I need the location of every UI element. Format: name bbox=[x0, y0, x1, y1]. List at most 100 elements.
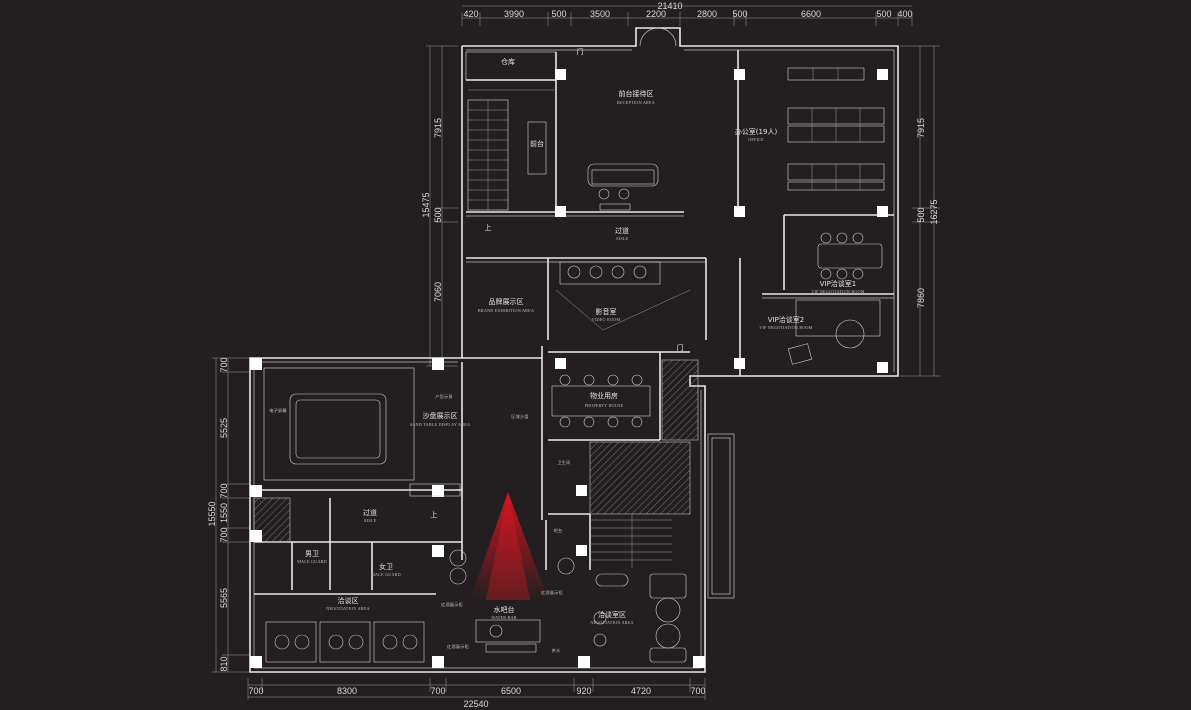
dim-top-4: 3500 bbox=[590, 9, 610, 19]
dim-top-3: 500 bbox=[551, 9, 566, 19]
dim-bottom-2: 8300 bbox=[337, 686, 357, 696]
dim-top-2: 3990 bbox=[504, 9, 524, 19]
dim-left-lower-7: 810 bbox=[219, 656, 229, 671]
dim-top-5: 2200 bbox=[646, 9, 666, 19]
dim-left-upper-2: 500 bbox=[433, 207, 443, 222]
dim-bottom-6: 4720 bbox=[631, 686, 651, 696]
dim-left-upper-3: 7060 bbox=[433, 282, 443, 302]
column bbox=[432, 485, 444, 497]
room-office-name: 办公室(19人) bbox=[735, 127, 778, 136]
label-lower-e: 红酒展示柜 bbox=[541, 589, 563, 596]
column bbox=[734, 206, 745, 217]
room-vip2-sub: VIP NEGOTIATION ROOM bbox=[759, 325, 812, 330]
room-water-bar-name: 水吧台 bbox=[494, 605, 515, 614]
room-video-sub: VIDEO ROOM bbox=[592, 317, 621, 322]
column bbox=[250, 656, 262, 668]
label-front-desk: 前台 bbox=[530, 139, 544, 148]
column bbox=[877, 362, 888, 373]
column bbox=[432, 545, 444, 557]
dim-left-lower-1: 700 bbox=[219, 357, 229, 372]
dim-bottom-3: 700 bbox=[430, 686, 445, 696]
room-female-name: 女卫 bbox=[379, 562, 393, 571]
room-nego-left-sub: NEGOTIATION AREA bbox=[326, 606, 370, 611]
dim-right-overall: 16275 bbox=[929, 199, 939, 224]
label-lower-f: 卫生间 bbox=[557, 459, 570, 466]
column bbox=[576, 485, 587, 496]
room-male-sub: MALE GUARD bbox=[297, 559, 327, 564]
dim-left-upper-1: 7915 bbox=[433, 118, 443, 138]
dim-left-lower-5: 700 bbox=[219, 527, 229, 542]
water-bar-furniture bbox=[449, 549, 575, 653]
column bbox=[555, 69, 566, 80]
reception-furniture bbox=[527, 121, 659, 211]
room-office-sub: OFFICE bbox=[748, 137, 764, 142]
column bbox=[555, 206, 566, 217]
dim-left-lower-2: 5525 bbox=[219, 418, 229, 438]
room-vip1-sub: VIP NEGOTIATION ROOM bbox=[811, 289, 864, 294]
dim-top-7: 500 bbox=[732, 9, 747, 19]
minor-labels: 电子屏幕 户型示意 区域沙盘 红酒展示柜 红酒展示柜 卫生间 红酒展示柜 吧台 … bbox=[269, 393, 570, 653]
room-male-name: 男卫 bbox=[305, 550, 319, 558]
room-female-sub: MALE GUARD bbox=[371, 572, 401, 577]
video-room-furniture bbox=[555, 261, 691, 331]
dim-top-9: 500 bbox=[876, 9, 891, 19]
dim-bottom-7: 700 bbox=[690, 686, 705, 696]
vip-furniture bbox=[787, 232, 883, 365]
dim-left-lower-4: 1550 bbox=[219, 503, 229, 523]
room-labels: 仓库 前台接待区 RECEPTION AREA 前台 办公室(19人) OFFI… bbox=[297, 47, 864, 625]
interior-walls bbox=[253, 50, 894, 595]
dim-top-overall: 21410 bbox=[657, 1, 682, 11]
room-sand-name: 沙盘展示区 bbox=[423, 411, 458, 420]
water-bar-spotlight bbox=[470, 492, 548, 600]
label-up-2: 上 bbox=[431, 510, 438, 519]
room-nego-right-name: 洽谈室区 bbox=[598, 610, 626, 619]
right-balcony bbox=[707, 433, 735, 599]
label-up-1: 上 bbox=[485, 223, 492, 232]
dim-bottom-overall: 22540 bbox=[463, 699, 488, 709]
room-video-name: 影音室 bbox=[596, 307, 617, 316]
dim-right-1: 7915 bbox=[916, 118, 926, 138]
dim-top-10: 400 bbox=[897, 9, 912, 19]
property-room-furniture bbox=[551, 374, 651, 428]
dim-top-1: 420 bbox=[463, 9, 478, 19]
room-aisle-lower-sub: AISLE bbox=[364, 518, 377, 523]
column bbox=[877, 206, 888, 217]
column bbox=[734, 69, 745, 80]
column bbox=[555, 358, 566, 369]
dim-top-6: 2800 bbox=[697, 9, 717, 19]
left-dimension-chain-lower: 15550 700 5525 700 1550 700 5565 810 bbox=[207, 357, 250, 673]
dim-left-lower-6: 5565 bbox=[219, 588, 229, 608]
room-brand-sub: BRAND EXHIBITION AREA bbox=[478, 308, 534, 313]
room-brand-name: 品牌展示区 bbox=[489, 297, 524, 306]
dim-bottom-1: 700 bbox=[248, 686, 263, 696]
negotiation-left-furniture bbox=[265, 621, 425, 663]
exterior-walls bbox=[249, 27, 899, 673]
column bbox=[693, 656, 705, 668]
bottom-dimension-chain: 700 8300 700 6500 920 4720 700 22540 bbox=[247, 678, 706, 709]
dim-bottom-5: 920 bbox=[576, 686, 591, 696]
dim-right-3: 7860 bbox=[916, 288, 926, 308]
room-water-bar-sub: WATER BAR bbox=[491, 615, 516, 620]
label-door-1: 门 bbox=[577, 47, 584, 56]
room-nego-right-sub: NEGOTIATION AREA bbox=[590, 620, 634, 625]
top-dimension-chain: 21410 420 3990 500 3500 2200 2800 500 66… bbox=[461, 1, 913, 26]
negotiation-right-furniture bbox=[593, 573, 687, 663]
office-furniture bbox=[787, 67, 885, 191]
room-vip1-name: VIP洽谈室1 bbox=[820, 279, 857, 288]
label-lower-d: 红酒展示柜 bbox=[441, 601, 463, 608]
column bbox=[734, 358, 745, 369]
column bbox=[250, 530, 262, 542]
left-dimension-chain-upper: 15475 7915 500 7060 bbox=[421, 45, 458, 367]
label-lower-i: 茶水 bbox=[552, 647, 561, 653]
column bbox=[250, 485, 262, 497]
label-lower-b: 户型示意 bbox=[435, 393, 453, 400]
room-aisle-upper-name: 过道 bbox=[615, 226, 629, 235]
structural-columns bbox=[250, 69, 888, 668]
room-aisle-upper-sub: AISLE bbox=[616, 236, 629, 241]
room-nego-left-name: 洽谈区 bbox=[338, 596, 359, 605]
column bbox=[250, 358, 262, 370]
column bbox=[877, 69, 888, 80]
label-lower-h: 吧台 bbox=[554, 527, 563, 534]
column bbox=[576, 545, 587, 556]
